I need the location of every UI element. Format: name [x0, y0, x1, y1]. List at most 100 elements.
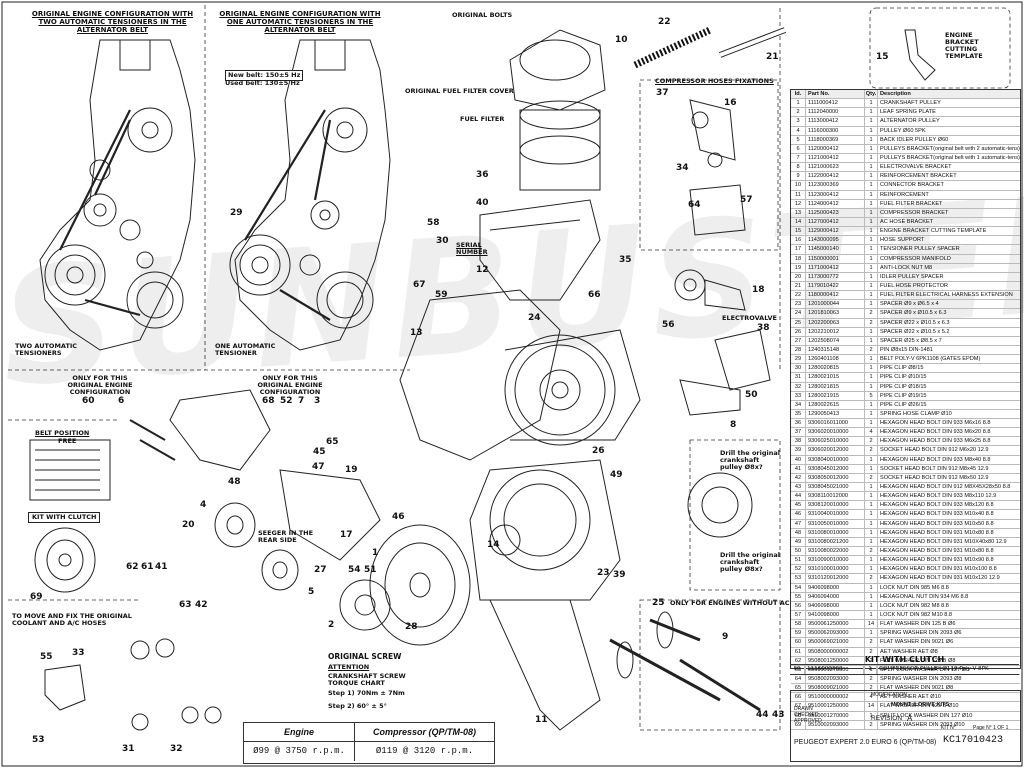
row-part-no: 1280022615 [806, 400, 865, 409]
callout-49: 49 [610, 470, 623, 480]
row-part-no: 1121000412 [806, 153, 865, 163]
callout-5: 5 [308, 587, 315, 597]
callout-26: 26 [592, 446, 605, 456]
row-part-no: 9308120010000 [806, 501, 865, 510]
callout-68: 68 [262, 396, 275, 406]
move-fix-hoses-label: TO MOVE AND FIX THE ORIGINAL COOLANT AND… [12, 612, 132, 627]
row-description: LEAF SPRING PLATE [880, 109, 936, 116]
row-qty: 1 [865, 382, 878, 391]
callout-3: 3 [314, 396, 321, 406]
row-qty: 1 [865, 172, 878, 181]
callout-14: 14 [487, 540, 500, 550]
engine-speed-value: Ø99 @ 3750 r.p.m. [244, 741, 355, 761]
revision-value: A [907, 714, 913, 723]
row-part-no: 1202508074 [806, 336, 865, 345]
row-description: SOCKET HEAD BOLT DIN 912 M8x45 12.9 [880, 465, 989, 472]
row-qty: 1 [865, 629, 878, 638]
row-part-no: 9310080010000 [806, 528, 865, 537]
callout-53: 53 [32, 735, 45, 745]
row-id: 34 [791, 400, 806, 409]
row-description: SOCKET HEAD BOLT DIN 912 M6x20 12.9 [880, 447, 989, 454]
row-qty: 2 [865, 473, 878, 483]
callout-59: 59 [435, 290, 448, 300]
drawn-label: DRAWN [794, 706, 813, 712]
callout-43: 43 [772, 710, 785, 720]
row-id: 45 [791, 501, 806, 510]
row-part-no: 9406098000 [806, 601, 865, 610]
row-qty: 2 [865, 437, 878, 446]
row-part-no: 9306025010000 [806, 437, 865, 446]
row-qty: 1 [865, 99, 878, 108]
belt-new-label: New belt: 150±5 Hz [225, 70, 304, 81]
row-part-no: 1202210012 [806, 327, 865, 336]
callout-13: 13 [410, 328, 423, 338]
row-qty: 14 [865, 702, 878, 711]
row-description: HEXAGON HEAD BOLT DIN 933 M6x20 8.8 [880, 429, 991, 436]
row-part-no: 9406094000 [806, 592, 865, 601]
row-description: LOCK NUT DIN 982 M8 8.8 [880, 602, 949, 609]
callout-23: 23 [597, 568, 610, 578]
callout-42: 42 [195, 600, 208, 610]
row-id: 63 [791, 665, 806, 674]
row-description: PULLEYS BRACKET(original belt with 1 aut… [880, 154, 1020, 161]
row-id: 4 [791, 126, 806, 135]
callout-36: 36 [476, 170, 489, 180]
row-description: SPRING WASHER DIN 2093 Ø8 [880, 676, 962, 682]
one-tensioner-label: ONE AUTOMATIC TENSIONER [215, 342, 276, 357]
row-id: 19 [791, 263, 806, 272]
row-id: 33 [791, 391, 806, 400]
row-part-no: 1123000412 [806, 190, 865, 199]
callout-35: 35 [619, 255, 632, 265]
row-part-no: 1120000412 [806, 144, 865, 153]
row-part-no: 1112040000 [806, 108, 865, 117]
row-part-no: 1290050413 [806, 409, 865, 419]
header-description: Description [880, 91, 911, 97]
compressor-header: Compressor (QP/TM-08) [355, 723, 494, 742]
row-part-no: 1118000369 [806, 135, 865, 144]
row-description: REINFORCEMENT [880, 191, 929, 198]
row-qty: 1 [865, 108, 878, 117]
row-part-no: 9310080021200 [806, 537, 865, 547]
row-description: HEXAGON HEAD BOLT DIN 933 M6x16 8.8 [880, 420, 991, 427]
row-qty: 1 [865, 272, 878, 281]
row-qty: 2 [865, 309, 878, 318]
row-part-no: 1113000412 [806, 117, 865, 126]
row-part-no: 9306020012000 [806, 446, 865, 455]
row-description: HEXAGON HEAD BOLT DIN 931 M10x100 8.8 [880, 566, 997, 573]
row-qty: 1 [865, 245, 878, 254]
row-part-no: 9508009021000 [806, 684, 865, 693]
row-description: HEXAGON HEAD BOLT DIN 912 M8X45X28x50 8.… [880, 484, 1011, 491]
row-id: 9 [791, 172, 806, 181]
row-part-no: 9308045012000 [806, 464, 865, 473]
row-qty: 4 [865, 693, 878, 702]
row-description: SPACER Ø25 x Ø8.5 x 7 [880, 337, 942, 344]
row-qty: 1 [865, 117, 878, 126]
callout-27: 27 [314, 565, 327, 575]
row-description: HEXAGON HEAD BOLT DIN 933 M10x50 8.8 [880, 520, 994, 527]
row-description: SPACER Ø9 x Ø6.5 x 4 [880, 301, 939, 308]
row-qty: 1 [865, 190, 878, 199]
row-id: 42 [791, 473, 806, 483]
row-qty: 1 [865, 126, 878, 135]
row-description: HEXAGON HEAD BOLT DIN 931 M10x120 12.9 [880, 575, 1000, 582]
panel-title-one-tensioner: ORIGINAL ENGINE CONFIGURATION WITH ONE A… [219, 10, 381, 34]
row-description: CRANKSHAFT PULLEY [880, 100, 941, 107]
row-id: 62 [791, 656, 806, 665]
row-qty: 1 [865, 519, 878, 528]
row-qty: 1 [865, 254, 878, 263]
callout-54: 54 [348, 565, 361, 575]
row-part-no: 9310080022000 [806, 547, 865, 556]
row-part-no: 1201810063 [806, 309, 865, 318]
callout-63: 63 [179, 600, 192, 610]
